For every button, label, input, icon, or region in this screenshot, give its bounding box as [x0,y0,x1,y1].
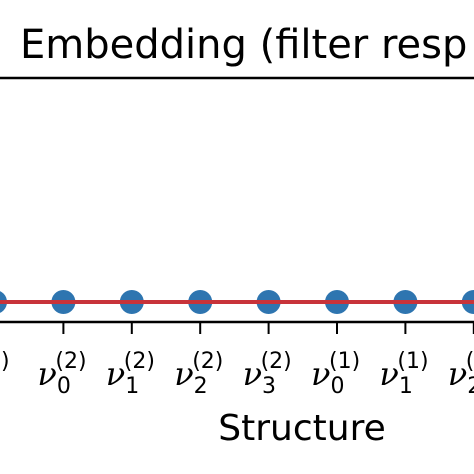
x-tick-superscript: (1) [397,349,428,374]
x-tick-label: ν2 [448,355,474,399]
x-tick-label: ν0 [37,355,70,399]
chart-title: Embedding (filter resp [20,22,467,68]
series-layer [0,290,474,314]
x-tick-superscript: (2) [124,349,155,374]
x-tick-superscript: (1 [466,349,474,374]
x-tick-superscript: 3) [0,349,10,374]
x-axis-label: Structure [218,408,385,449]
x-tick-superscript: (2) [192,349,223,374]
x-tick-label: ν0 [311,355,344,399]
x-tick-label: ν1 [379,355,412,399]
x-tick-label: ν2 [174,355,207,399]
x-ticks: ν3)ν0(2)ν1(2)ν2(2)ν3(2)ν0(1)ν1(1)ν2(1 [0,322,474,399]
x-tick-label: ν3 [243,355,276,399]
x-tick-superscript: (2) [55,349,86,374]
x-tick-superscript: (2) [261,349,292,374]
x-tick-label: ν1 [106,355,139,399]
x-tick-superscript: (1) [329,349,360,374]
